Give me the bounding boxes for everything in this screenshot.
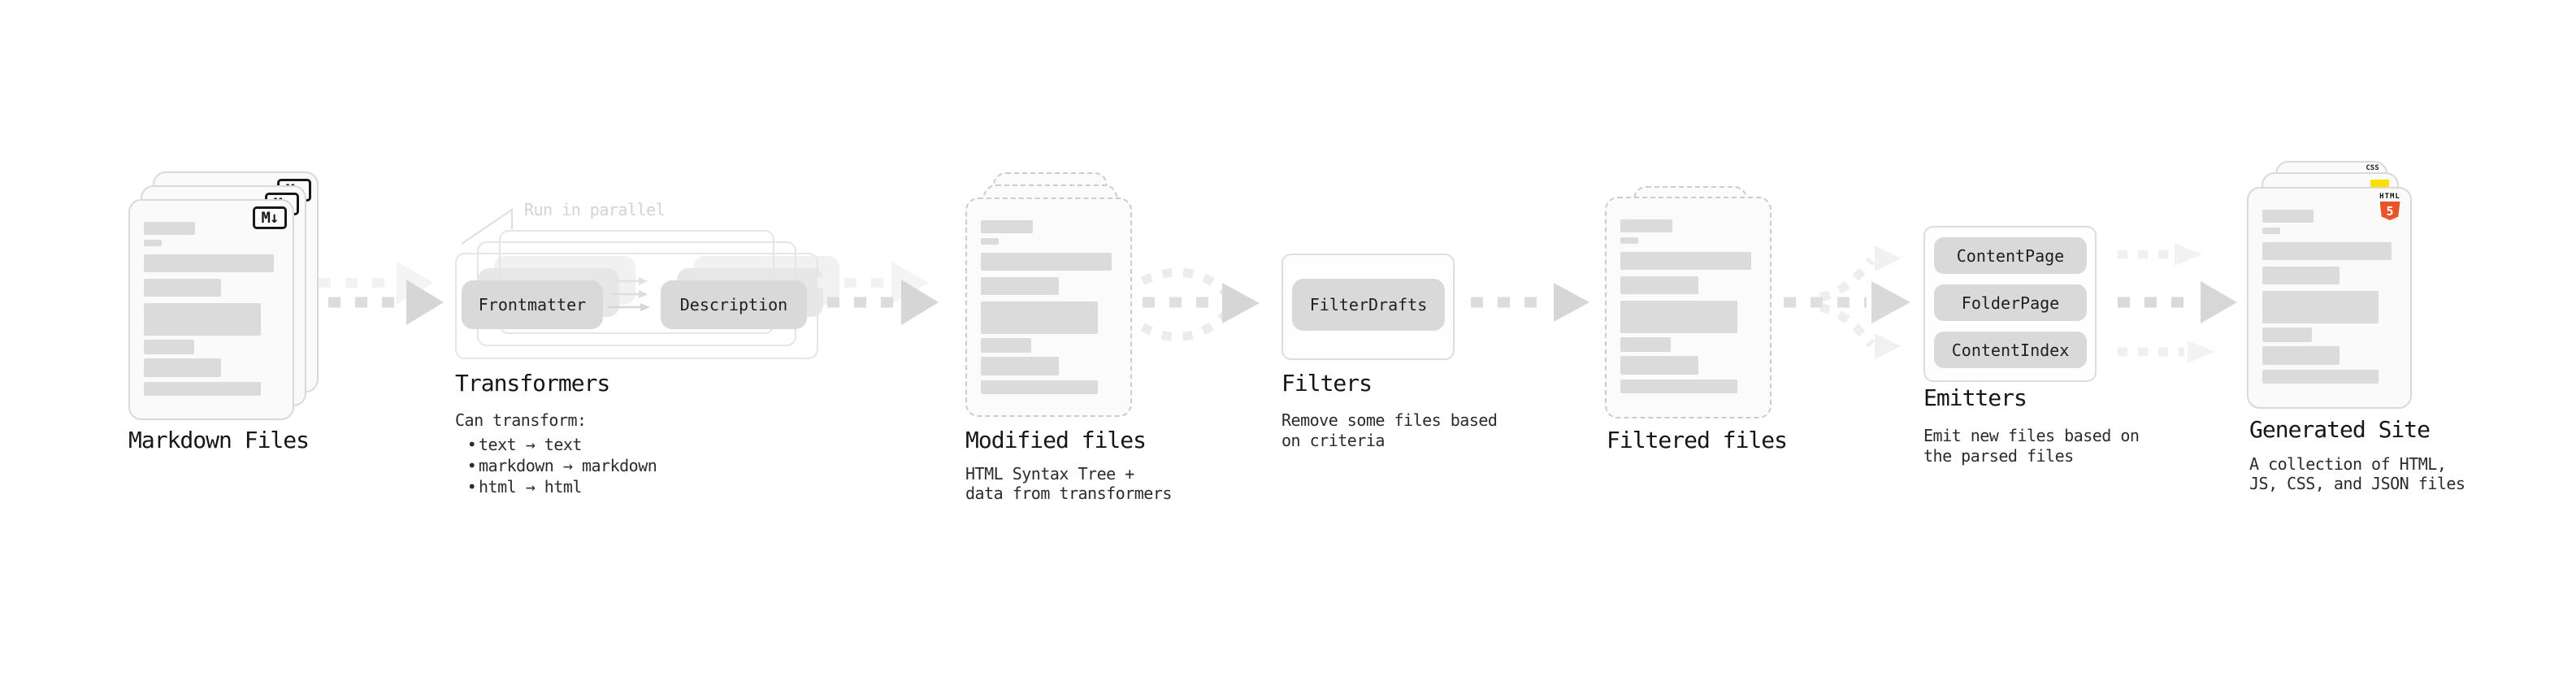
transformers-description: Can transform: xyxy=(455,410,587,430)
folderpage-pill: FolderPage xyxy=(1934,284,2087,321)
transformers-bullet-list: • text → text • markdown → markdown • ht… xyxy=(455,434,657,497)
skeleton-line xyxy=(144,222,196,235)
skeleton-line xyxy=(1620,337,1672,352)
emitters-description: Emit new files based on the parsed files xyxy=(1923,426,2140,466)
document-skeleton xyxy=(144,222,280,396)
transformer-box-front xyxy=(455,253,818,359)
run-in-parallel-annotation: Run in parallel xyxy=(524,200,666,219)
skeleton-line xyxy=(2262,327,2313,342)
run-in-parallel-callout-line xyxy=(461,208,513,245)
skeleton-line xyxy=(1620,219,1672,232)
html5-shield: 5 xyxy=(2379,202,2400,220)
skeleton-line xyxy=(144,303,261,336)
bullet-dot: • xyxy=(466,477,477,497)
description-line: Remove some files based xyxy=(1281,410,1498,430)
modified-files-label: Modified files xyxy=(965,427,1147,453)
markdown-icon: M↓ xyxy=(253,206,287,229)
skeleton-line xyxy=(144,279,222,297)
skeleton-line xyxy=(2262,291,2379,323)
filters-description: Remove some files based on criteria xyxy=(1281,410,1498,451)
skeleton-line xyxy=(2262,267,2340,284)
generated-html-card: HTML 5 xyxy=(2247,187,2412,409)
css-icon-text: CSS xyxy=(2366,164,2379,172)
html5-icon: HTML 5 xyxy=(2379,193,2401,220)
skeleton-line xyxy=(1620,301,1738,333)
transformers-label: Transformers xyxy=(455,370,610,397)
skeleton-line xyxy=(144,340,194,354)
arrow-markdown-to-transformers xyxy=(319,262,444,325)
skeleton-line xyxy=(2262,210,2314,223)
html5-icon-text: HTML xyxy=(2379,193,2400,201)
skeleton-line xyxy=(2262,346,2340,365)
skeleton-line xyxy=(1620,380,1738,393)
frontmatter-pill: Frontmatter xyxy=(462,280,603,329)
bullet-item: • markdown → markdown xyxy=(455,455,657,476)
skeleton-line xyxy=(1620,356,1698,375)
skeleton-line xyxy=(1620,252,1752,270)
skeleton-line xyxy=(2262,242,2392,260)
arrow-filters-to-filtered xyxy=(1471,283,1589,322)
filters-label: Filters xyxy=(1281,370,1373,397)
modified-file-card-front xyxy=(965,197,1132,417)
filtered-file-card-front xyxy=(1605,197,1772,419)
markdown-file-card-front: M↓ xyxy=(128,199,294,420)
contentpage-pill: ContentPage xyxy=(1934,237,2087,274)
description-pill: Description xyxy=(661,280,807,329)
description-line: data from transformers xyxy=(965,484,1172,503)
contentindex-pill: ContentIndex xyxy=(1934,332,2087,368)
arrow-modified-to-filters xyxy=(1140,267,1260,342)
description-line: the parsed files xyxy=(1923,446,2074,466)
html5-number: 5 xyxy=(2386,203,2394,219)
document-skeleton xyxy=(981,220,1117,394)
filterdrafts-pill: FilterDrafts xyxy=(1292,279,1445,331)
modified-files-description: HTML Syntax Tree + data from transformer… xyxy=(965,464,1172,503)
bullet-dot: • xyxy=(466,456,477,475)
generated-site-description: A collection of HTML, JS, CSS, and JSON … xyxy=(2249,454,2465,493)
arrow-emitters-to-generated xyxy=(2118,243,2237,363)
skeleton-line xyxy=(1620,237,1638,244)
description-line: Emit new files based on xyxy=(1923,426,2140,445)
arrow-filtered-to-emitters xyxy=(1784,245,1910,359)
skeleton-line xyxy=(981,253,1112,271)
skeleton-line xyxy=(144,382,261,396)
description-line: HTML Syntax Tree + xyxy=(965,464,1134,484)
skeleton-line xyxy=(981,238,999,245)
skeleton-line xyxy=(981,357,1059,375)
skeleton-line xyxy=(981,380,1099,394)
skeleton-line xyxy=(981,220,1033,233)
skeleton-line xyxy=(981,301,1099,334)
description-line: JS, CSS, and JSON files xyxy=(2249,474,2465,493)
generated-site-label: Generated Site xyxy=(2249,416,2431,443)
skeleton-line xyxy=(144,358,222,377)
bullet-item: • html → html xyxy=(455,476,657,497)
skeleton-line xyxy=(144,240,162,246)
bullet-dot: • xyxy=(466,435,477,454)
arrow-transformers-to-modified xyxy=(817,262,939,325)
document-skeleton xyxy=(2262,210,2397,384)
skeleton-line xyxy=(1620,276,1698,294)
skeleton-line xyxy=(981,277,1059,295)
bullet-text: text → text xyxy=(479,435,582,454)
skeleton-line xyxy=(2262,370,2379,384)
emitters-label: Emitters xyxy=(1923,384,2027,411)
skeleton-line xyxy=(2262,228,2280,234)
bullet-item: • text → text xyxy=(455,434,657,455)
bullet-text: html → html xyxy=(479,477,582,497)
filtered-files-label: Filtered files xyxy=(1607,427,1788,453)
bullet-text: markdown → markdown xyxy=(479,456,657,475)
skeleton-line xyxy=(981,338,1032,353)
pill-flow-arrows-icon xyxy=(608,277,650,311)
description-line: on criteria xyxy=(1281,431,1385,450)
document-skeleton xyxy=(1620,219,1757,393)
description-line: A collection of HTML, xyxy=(2249,454,2447,474)
markdown-files-label: Markdown Files xyxy=(128,427,310,453)
skeleton-line xyxy=(144,254,275,272)
